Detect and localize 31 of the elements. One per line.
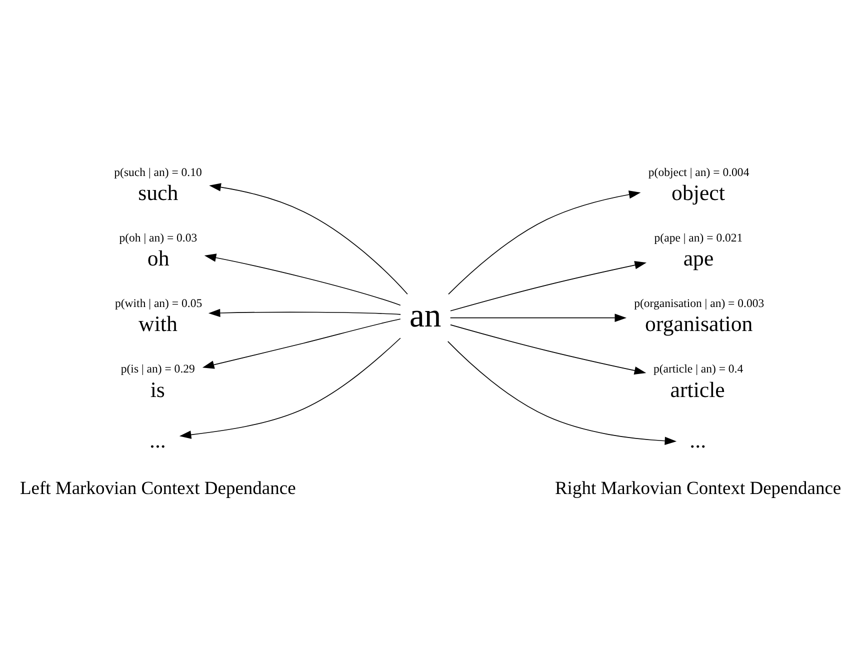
node-text: object xyxy=(672,180,725,205)
arrow xyxy=(450,261,647,312)
arrow xyxy=(450,324,646,375)
arrow xyxy=(450,314,627,322)
node-label: p(is | an) = 0.29 xyxy=(120,362,195,376)
arrow xyxy=(447,341,677,445)
node-text: article xyxy=(670,378,725,402)
node-label: p(organisation | an) = 0.003 xyxy=(634,297,764,310)
node-text: ... xyxy=(690,428,706,452)
arrow xyxy=(202,318,401,369)
arrow xyxy=(209,183,408,295)
node-label: p(oh | an) = 0.03 xyxy=(119,231,198,244)
node-text: an xyxy=(409,297,442,334)
node-text: ape xyxy=(683,246,714,271)
label: Left Markovian Context Dependance xyxy=(20,479,296,500)
node-label: p(with | an) = 0.05 xyxy=(114,297,202,310)
node-label: p(article | an) = 0.4 xyxy=(653,362,744,376)
node-text: oh xyxy=(147,246,170,271)
node-text: with xyxy=(138,312,178,336)
arrow xyxy=(179,338,401,439)
node-text: organisation xyxy=(645,312,753,336)
node-text: is xyxy=(150,378,165,402)
node-label: p(such | an) = 0.10 xyxy=(114,166,202,179)
node-text: ... xyxy=(149,428,166,452)
node-text: such xyxy=(138,180,178,205)
label: Right Markovian Context Dependance xyxy=(554,479,842,500)
arrow xyxy=(204,254,401,306)
node-label: p(object | an) = 0.004 xyxy=(648,166,750,179)
node-label: p(ape | an) = 0.021 xyxy=(654,231,743,244)
arrow xyxy=(208,308,401,318)
arrow xyxy=(448,190,641,295)
